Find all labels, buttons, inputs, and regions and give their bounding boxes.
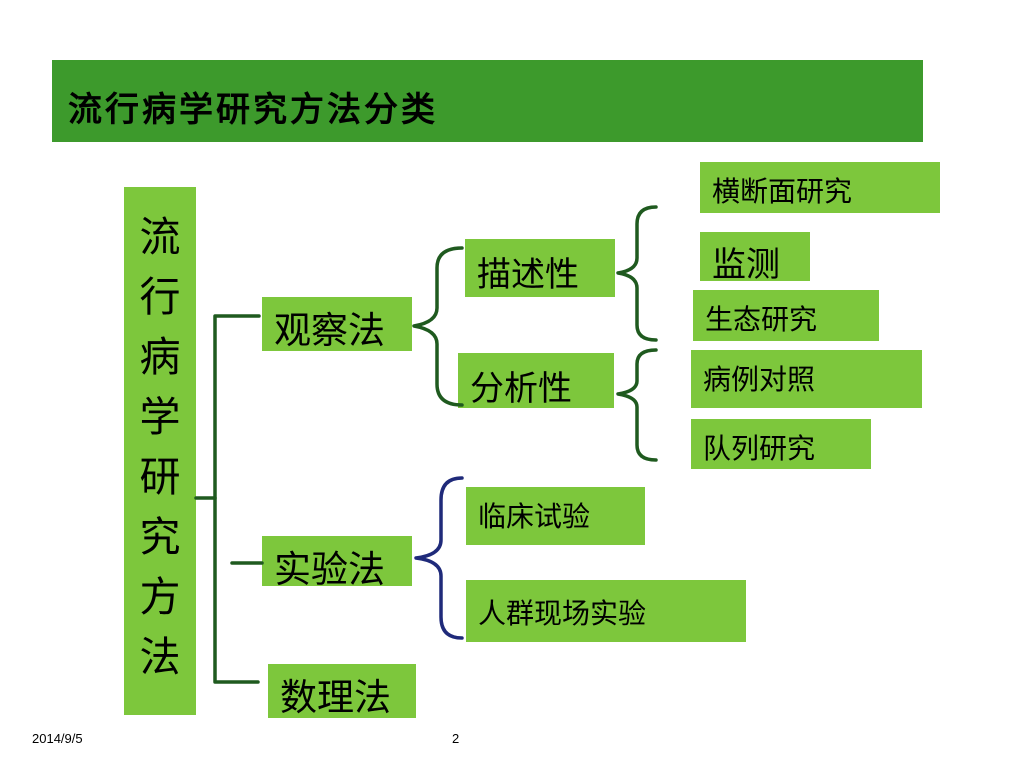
type-descriptive-label: 描述性 xyxy=(477,255,579,295)
analytical-brace xyxy=(616,348,658,462)
method-surveillance: 监测 xyxy=(700,232,810,285)
observational-brace xyxy=(412,246,464,407)
descriptive-brace xyxy=(616,205,658,342)
method-cross-sectional-label: 横断面研究 xyxy=(712,175,853,208)
root-label: 流行病学研究方法 xyxy=(139,213,181,681)
method-field-trial-label: 人群现场实验 xyxy=(478,597,647,630)
method-surveillance-label: 监测 xyxy=(712,245,780,285)
method-cohort: 队列研究 xyxy=(691,419,871,469)
method-cohort-label: 队列研究 xyxy=(703,432,816,465)
method-case-control-label: 病例对照 xyxy=(703,363,816,396)
method-cross-sectional: 横断面研究 xyxy=(700,162,940,213)
method-case-control: 病例对照 xyxy=(691,350,922,408)
type-analytical-label: 分析性 xyxy=(470,369,572,409)
slide-title: 流行病学研究方法分类 xyxy=(68,90,438,130)
method-clinical-trial-label: 临床试验 xyxy=(478,500,591,533)
method-ecological: 生态研究 xyxy=(693,290,879,341)
method-field-trial: 人群现场实验 xyxy=(466,580,746,642)
root-bracket xyxy=(213,314,261,684)
category-experimental-label: 实验法 xyxy=(274,548,385,591)
category-observational: 观察法 xyxy=(262,297,412,352)
category-mathematical-label: 数理法 xyxy=(280,676,391,719)
experimental-brace xyxy=(414,476,464,640)
footer-date: 2014/9/5 xyxy=(32,731,83,746)
type-descriptive: 描述性 xyxy=(465,239,615,297)
category-experimental: 实验法 xyxy=(262,536,412,591)
method-clinical-trial: 临床试验 xyxy=(466,487,645,545)
type-analytical: 分析性 xyxy=(458,353,614,409)
method-ecological-label: 生态研究 xyxy=(705,303,818,336)
category-observational-label: 观察法 xyxy=(274,309,385,352)
footer-page-number: 2 xyxy=(452,731,460,746)
root-node: 流行病学研究方法 xyxy=(124,187,196,715)
title-bar: 流行病学研究方法分类 xyxy=(52,60,923,142)
category-mathematical: 数理法 xyxy=(268,664,416,719)
